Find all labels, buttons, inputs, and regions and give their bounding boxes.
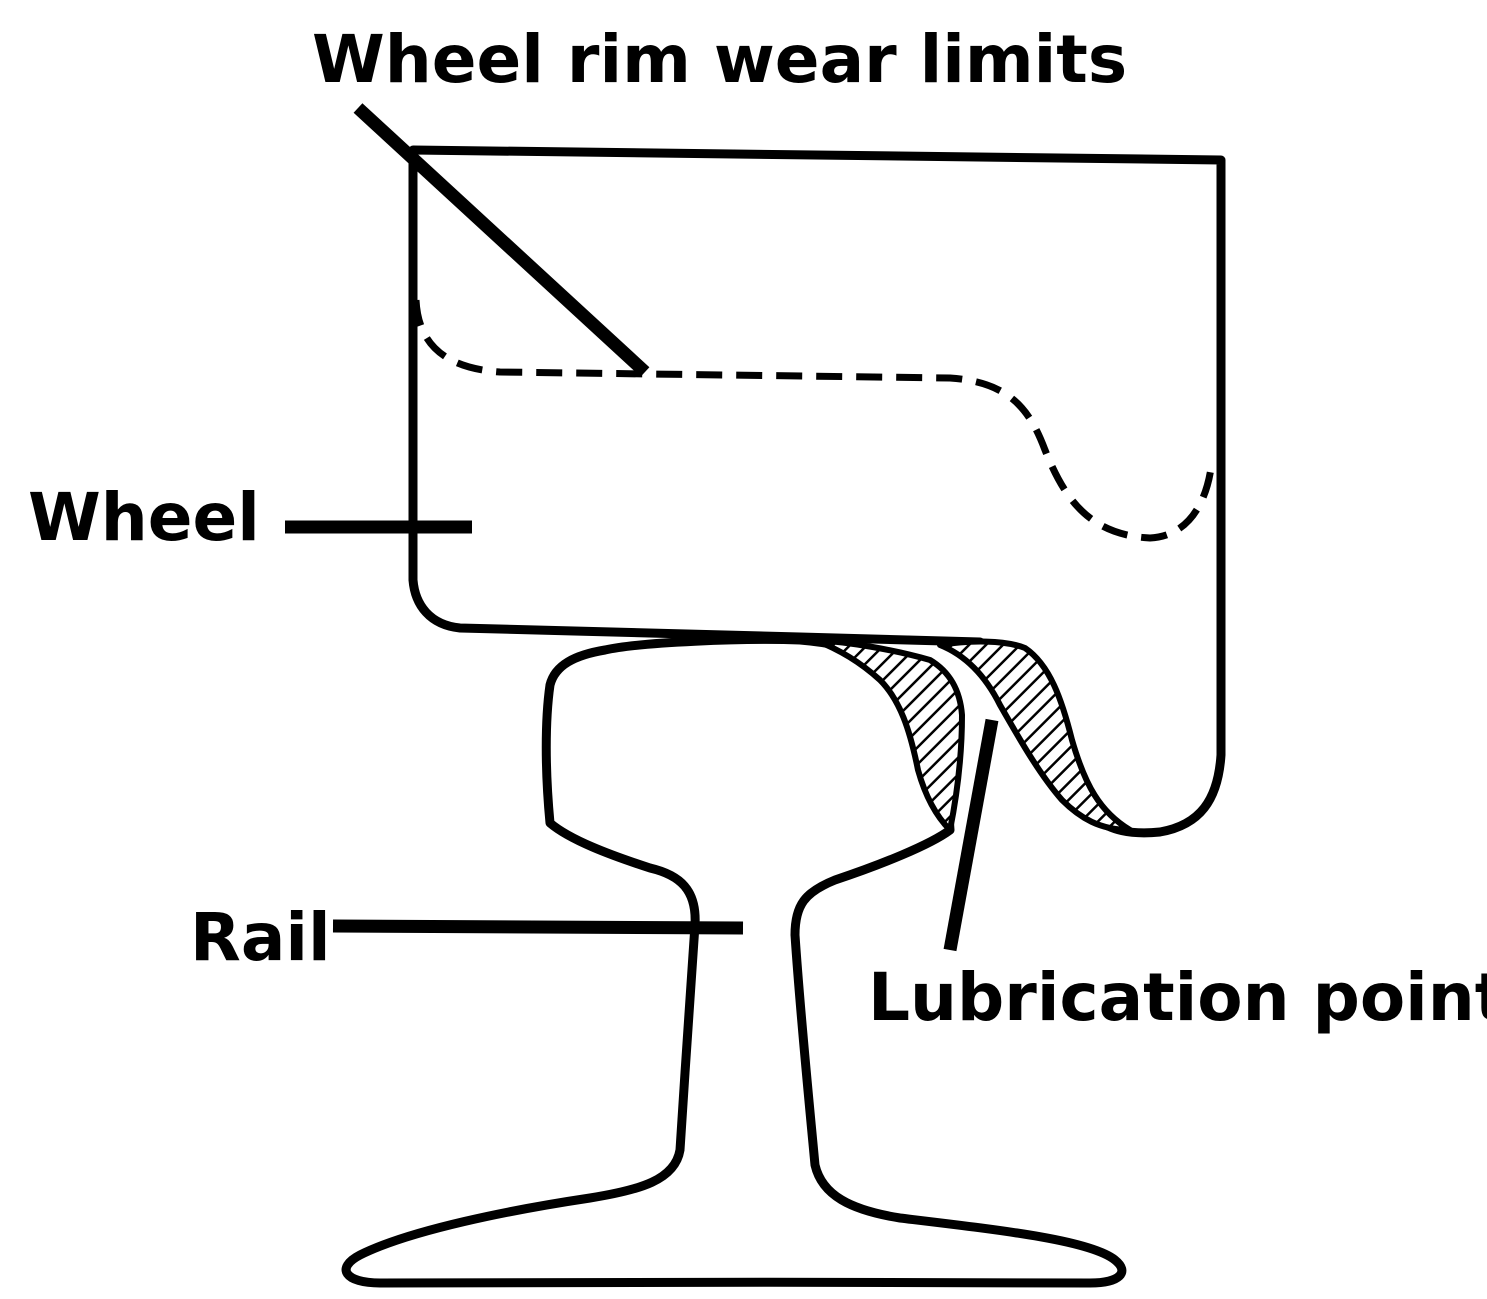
label-wheel-rim-wear-limits: Wheel rim wear limits — [312, 21, 1127, 98]
hatched-wear-region-flange — [937, 638, 1133, 833]
hatched-wear-region-rail-gauge — [812, 637, 965, 833]
label-rail: Rail — [190, 899, 331, 976]
wheel-rim-wear-limit-line — [412, 299, 1216, 542]
label-wheel: Wheel — [28, 479, 260, 556]
leader-rail — [332, 919, 744, 935]
leader-wheel-rim-wear-limits — [353, 103, 650, 377]
label-lubrication-point: Lubrication point — [868, 959, 1487, 1036]
leader-lubrication-point — [943, 718, 999, 952]
